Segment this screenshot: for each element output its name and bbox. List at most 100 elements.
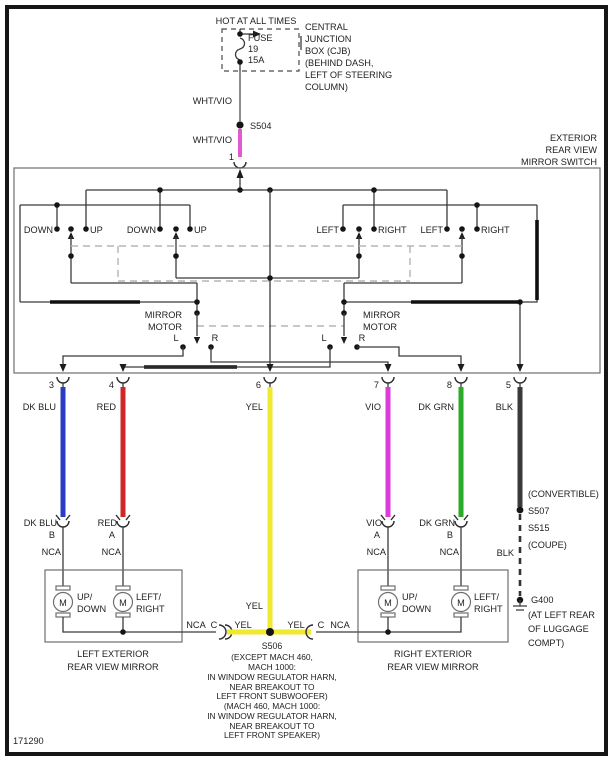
page-frame: [5, 5, 608, 756]
selector-r-label: R: [359, 333, 366, 343]
contact-label-up: UP: [90, 225, 103, 235]
wire-color-label: DK BLU: [24, 518, 57, 528]
contact-label-left: LEFT: [317, 225, 340, 235]
right-mirror-motors: [377, 585, 472, 618]
cjb-label: BOX (CJB): [305, 46, 350, 56]
right-mirror-label: RIGHT EXTERIOR: [394, 649, 472, 659]
mirror-pin-letter: B: [447, 530, 453, 540]
splice-s506-label: S506: [262, 641, 283, 651]
wire-color-label: DK GRN: [419, 518, 455, 528]
fuse-number: 19: [248, 44, 258, 54]
nca-label: NCA: [102, 547, 122, 557]
mirror-motor-label: MOTOR: [148, 322, 182, 332]
mirror-pin-letter: A: [374, 530, 381, 540]
pin-number: 4: [109, 380, 114, 390]
mirror-switch-box: [13, 167, 601, 374]
hot-at-all-times-label: HOT AT ALL TIMES: [216, 16, 297, 26]
g400-label: OF LUGGAGE: [528, 624, 589, 634]
cjb-label: LEFT OF STEERING: [305, 70, 392, 80]
splice-s506: [266, 628, 274, 636]
selector-l-label: L: [321, 333, 326, 343]
connector-cavity-icon: [233, 161, 247, 169]
pin-stubs: [62, 383, 521, 387]
pin-number: 3: [49, 380, 54, 390]
motor-function-label: LEFT/: [474, 592, 499, 602]
route-pin3: [62, 347, 184, 366]
pin-number: 8: [447, 380, 452, 390]
cjb-label: (BEHIND DASH,: [305, 58, 373, 68]
g400-label: COMPT): [528, 638, 564, 648]
mirror-motor-label: MOTOR: [363, 322, 397, 332]
switch-title: EXTERIOR: [550, 133, 597, 143]
mirror-motor-label: MIRROR: [363, 310, 401, 320]
selector-l-label: L: [173, 333, 178, 343]
contact-label-right: RIGHT: [481, 225, 510, 235]
splice-s504: [236, 121, 244, 129]
wire-color-label: RED: [97, 402, 117, 412]
s507-label: S507: [528, 506, 549, 516]
s506-note: LEFT FRONT SPEAKER): [224, 730, 320, 740]
contact-label-down: DOWN: [127, 225, 156, 235]
left-mirror-label: REAR VIEW MIRROR: [67, 662, 159, 672]
mirror-lead-wires: [62, 527, 462, 586]
selector-r-label: R: [212, 333, 219, 343]
connector-c-label: C: [211, 620, 218, 630]
inline-connector-icon: [305, 624, 314, 640]
route-pin7: [210, 347, 389, 366]
s506-note: (MACH 460, MACH 1000:: [224, 701, 320, 711]
wire-color-label: BLK: [496, 402, 514, 412]
ground-icon: [513, 596, 527, 611]
fuse-rating: 15A: [248, 55, 265, 65]
route-pin8: [357, 346, 462, 366]
wire-color-label: DK GRN: [418, 402, 454, 412]
right-mirror-common-bus: [358, 617, 462, 633]
fuse-icon: [234, 37, 246, 61]
motor-function-label: DOWN: [77, 604, 106, 614]
diagram-number: 171290: [13, 736, 44, 746]
mirror-motor-label: MIRROR: [145, 310, 183, 320]
s507-label: S515: [528, 523, 549, 533]
contact-label-left: LEFT: [421, 225, 444, 235]
pin-exit-arrows: [59, 364, 524, 372]
pin-number: 6: [256, 380, 261, 390]
mechanical-link-dashed: [71, 245, 462, 327]
g400-label: (AT LEFT REAR: [528, 610, 595, 620]
nca-label: NCA: [42, 547, 62, 557]
contact-label-right: RIGHT: [378, 225, 407, 235]
g400-label: G400: [531, 595, 553, 605]
pin-connector-cavities: [56, 376, 527, 384]
pin-1-label: 1: [229, 152, 234, 162]
switch-bus-a: [85, 189, 448, 229]
switch-title: MIRROR SWITCH: [521, 157, 597, 167]
nca-label: NCA: [440, 547, 460, 557]
right-mirror-label: REAR VIEW MIRROR: [387, 662, 479, 672]
nca-label: NCA: [367, 547, 387, 557]
mirror-pin-letter: A: [109, 530, 116, 540]
switch-bus-b: [19, 204, 191, 302]
wire-color-label-wht-vio: WHT/VIO: [193, 96, 232, 106]
cjb-fuse-box: [221, 28, 300, 72]
s506-note: NEAR BREAKOUT TO: [229, 682, 315, 692]
s507-label: (COUPE): [528, 540, 567, 550]
cjb-label: CENTRAL: [305, 22, 348, 32]
motor-icon: M: [457, 598, 465, 608]
wire-color-label-blk: BLK: [497, 548, 515, 558]
s506-note: IN WINDOW REGULATOR HARN,: [207, 711, 337, 721]
contact-label-up: UP: [194, 225, 207, 235]
switch-wiper-arms: [67, 232, 466, 283]
fuse-label: FUSE: [248, 33, 273, 43]
splice-s507: [516, 506, 524, 514]
contact-label-down: DOWN: [24, 225, 53, 235]
motor-icon: M: [59, 598, 67, 608]
right-common-routing: [176, 277, 520, 313]
fuse-node-dot: [237, 31, 243, 37]
selector-switch-right: [327, 310, 360, 350]
left-mirror-box: [44, 569, 183, 643]
s506-note: (EXCEPT MACH 460,: [231, 652, 313, 662]
s506-note: IN WINDOW REGULATOR HARN,: [207, 672, 337, 682]
connector-c-label: C: [318, 620, 325, 630]
motor-function-label: RIGHT: [474, 604, 503, 614]
selector-switch-left: [180, 310, 214, 350]
